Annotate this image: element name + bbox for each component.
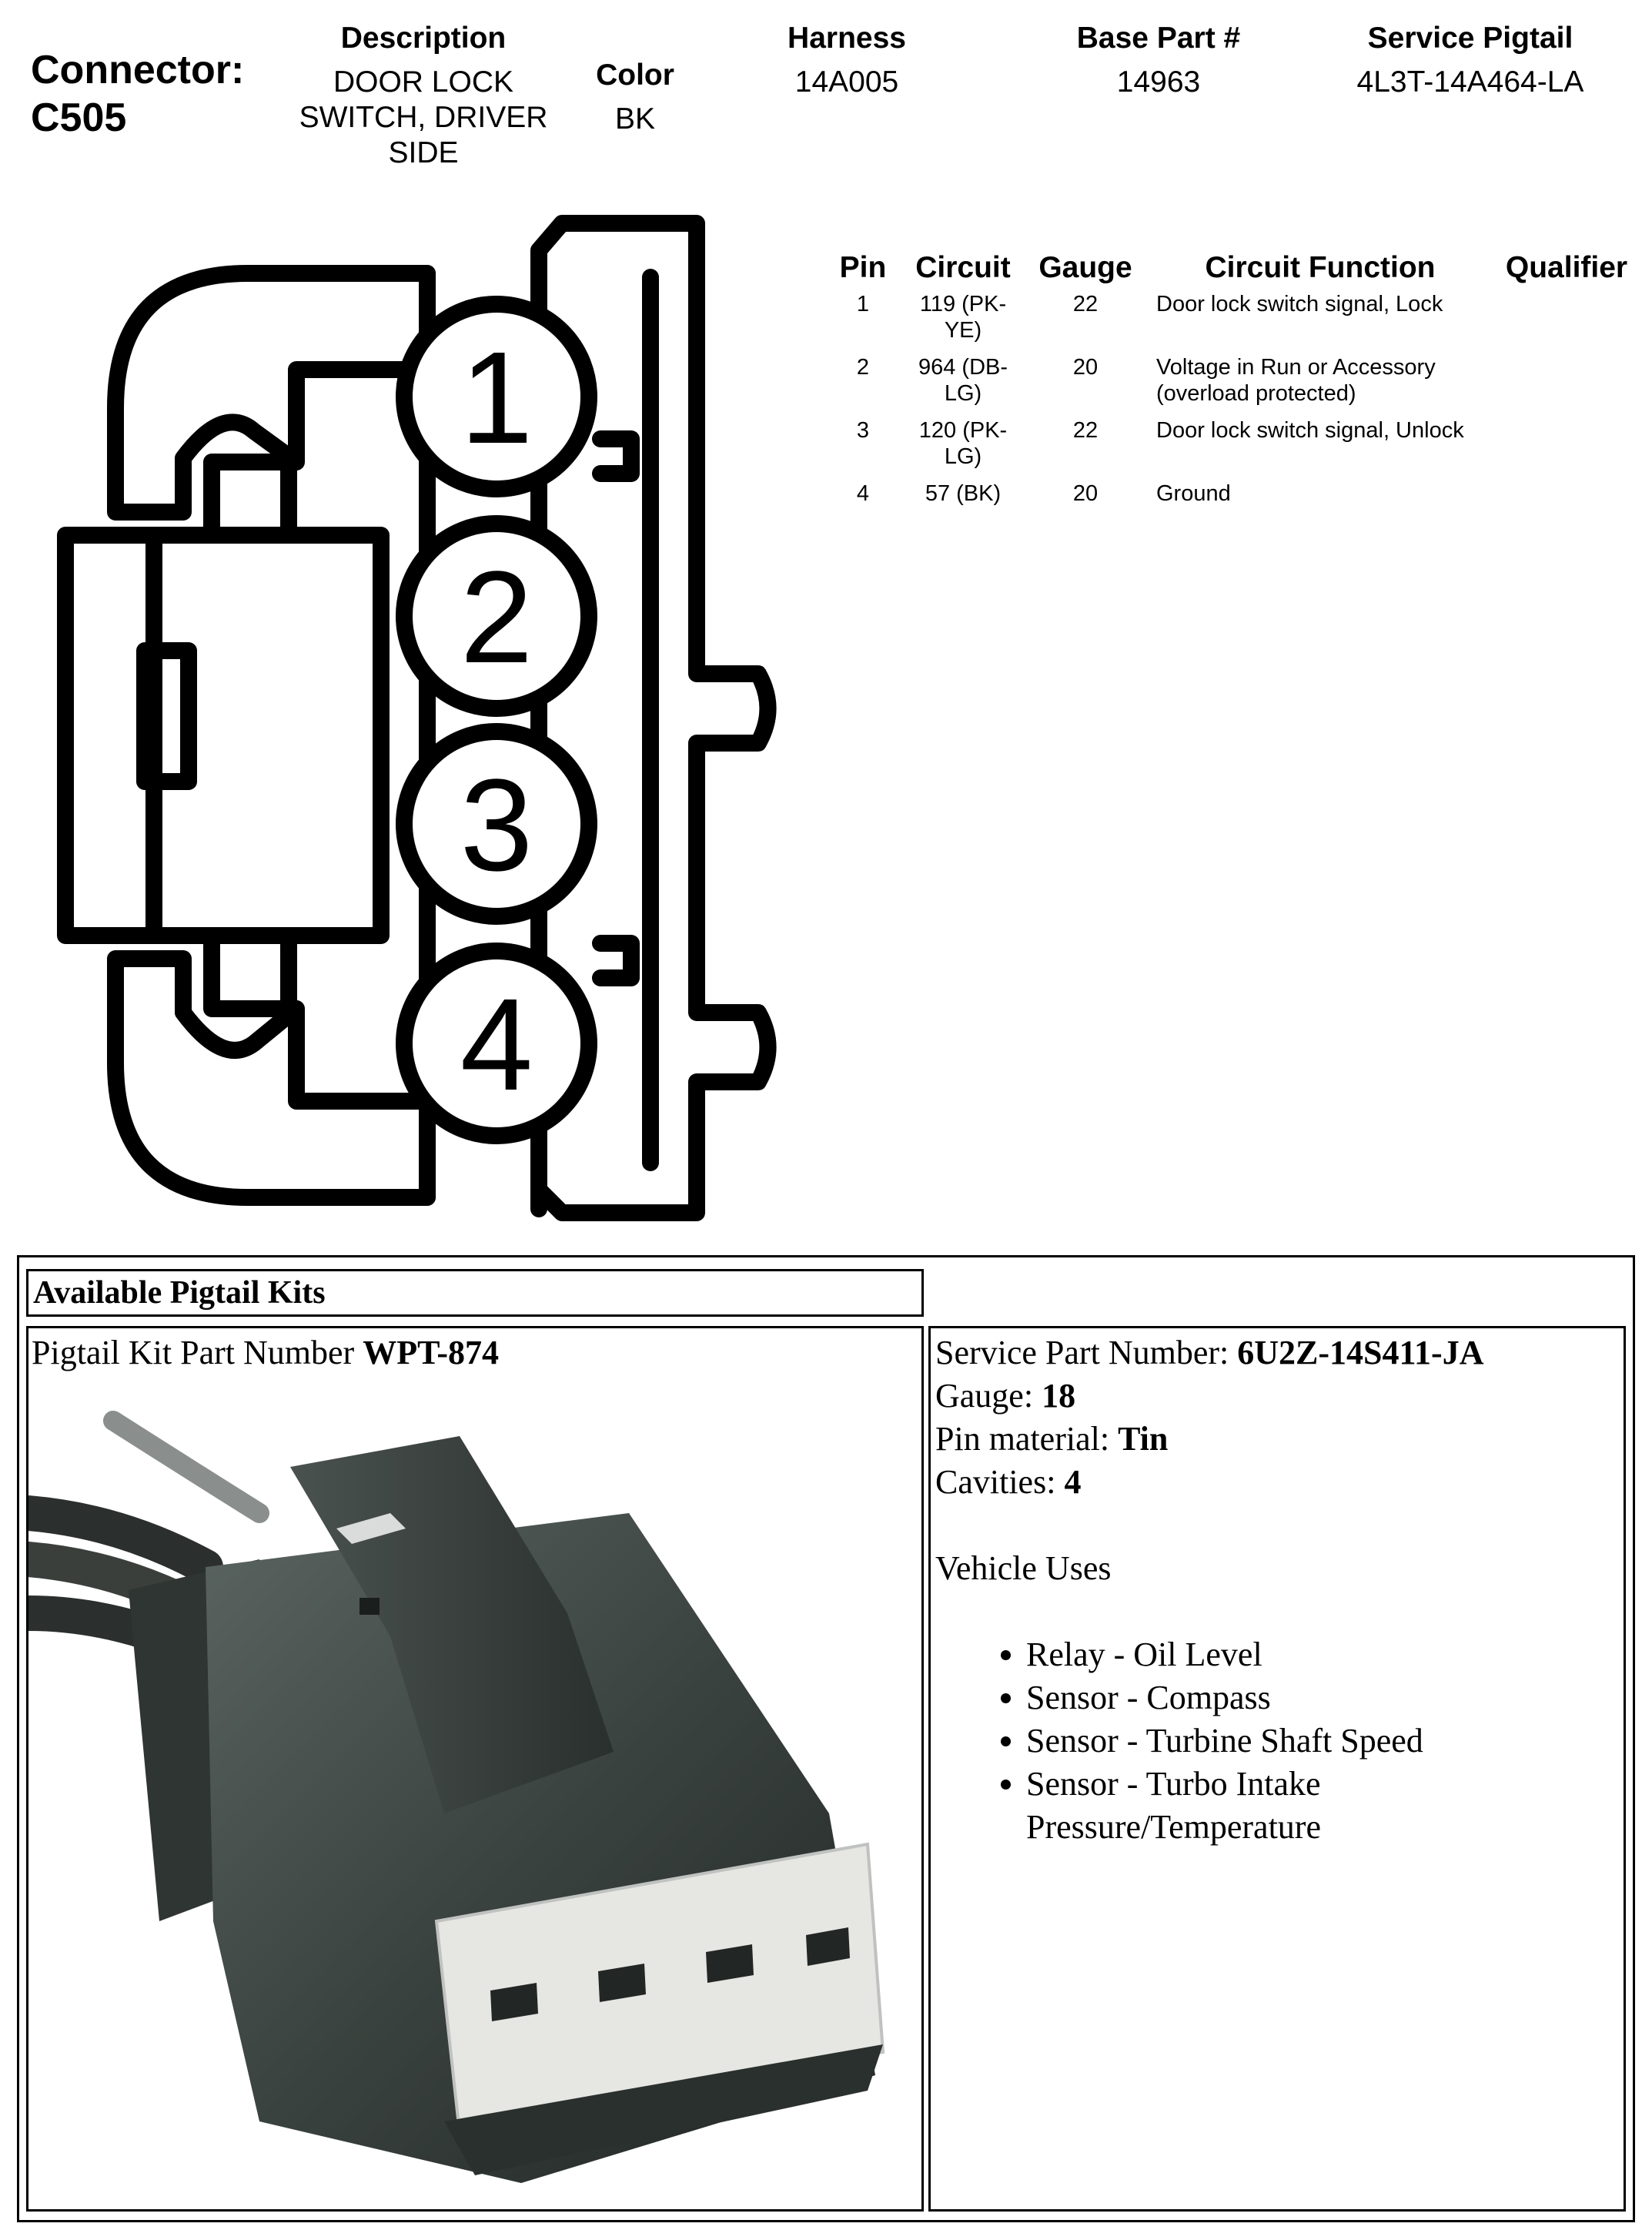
pin-cavity-3 bbox=[396, 723, 597, 925]
gauge-cell: 22 bbox=[1072, 418, 1099, 443]
description-column: Description DOOR LOCK SWITCH, DRIVER SID… bbox=[285, 22, 562, 171]
pin-header: Pin bbox=[839, 251, 887, 284]
pin-cell: 1 bbox=[856, 292, 870, 316]
harness-column: Harness 14A005 bbox=[739, 22, 955, 100]
table-row: 4 57 (BK) 20 Ground bbox=[831, 480, 1632, 517]
pigtail-kits-box bbox=[17, 1255, 1635, 2222]
pin-table: Pin Circuit Gauge Circuit Function Quali… bbox=[831, 251, 1632, 517]
cavities-value: 4 bbox=[1064, 1463, 1082, 1501]
gauge-line: Gauge: 18 bbox=[935, 1374, 1624, 1418]
service-pigtail-column: Service Pigtail 4L3T-14A464-LA bbox=[1309, 22, 1632, 100]
pin-number-2: 2 bbox=[460, 544, 533, 691]
connector-right-rail bbox=[530, 215, 777, 1221]
latch-slot bbox=[136, 642, 197, 790]
service-pigtail-heading: Service Pigtail bbox=[1367, 22, 1573, 55]
kit-part-number-value: WPT-874 bbox=[363, 1334, 500, 1371]
qualifier-cell bbox=[1501, 291, 1632, 354]
circuit-header: Circuit bbox=[915, 251, 1011, 284]
gauge-header: Gauge bbox=[1038, 251, 1132, 284]
pin-number-3: 3 bbox=[460, 752, 533, 899]
kit-part-number-line: Pigtail Kit Part Number WPT-874 bbox=[32, 1333, 499, 1372]
connector-id-text: C505 bbox=[31, 95, 127, 140]
pin-cell: 3 bbox=[856, 418, 870, 443]
connector-shell-outline bbox=[107, 265, 436, 1206]
pin-number-1: 1 bbox=[460, 325, 533, 471]
table-row: 3 120 (PK-LG) 22 Door lock switch signal… bbox=[831, 417, 1632, 480]
kit-part-number-label: Pigtail Kit Part Number bbox=[32, 1334, 363, 1371]
color-heading: Color bbox=[596, 59, 674, 92]
cavities-label: Cavities: bbox=[935, 1463, 1065, 1501]
description-heading: Description bbox=[340, 22, 507, 55]
list-item: Relay - Oil Level bbox=[1026, 1633, 1624, 1676]
pin-cell: 4 bbox=[856, 481, 870, 506]
pin-table-header-row: Pin Circuit Gauge Circuit Function Quali… bbox=[831, 251, 1632, 291]
base-part-value: 14963 bbox=[1116, 65, 1201, 99]
gauge-value: 18 bbox=[1042, 1377, 1076, 1415]
pin-material-label: Pin material: bbox=[935, 1420, 1119, 1458]
gauge-label: Gauge: bbox=[935, 1377, 1042, 1415]
service-part-number-line: Service Part Number: 6U2Z-14S411-JA bbox=[935, 1331, 1624, 1374]
list-item: Sensor - Compass bbox=[1026, 1676, 1624, 1719]
pin-material-line: Pin material: Tin bbox=[935, 1418, 1624, 1461]
table-row: 2 964 (DB-LG) 20 Voltage in Run or Acces… bbox=[831, 354, 1632, 417]
circuit-cell: 120 (PK-LG) bbox=[918, 418, 1008, 469]
vehicle-uses-list: Relay - Oil Level Sensor - Compass Senso… bbox=[935, 1633, 1624, 1849]
pin-material-value: Tin bbox=[1118, 1420, 1169, 1458]
pin-number-4: 4 bbox=[460, 972, 533, 1118]
gauge-cell: 20 bbox=[1072, 355, 1099, 380]
service-part-details-panel: Service Part Number: 6U2Z-14S411-JA Gaug… bbox=[928, 1326, 1626, 2212]
service-part-number-value: 6U2Z-14S411-JA bbox=[1237, 1334, 1484, 1371]
color-value: BK bbox=[614, 102, 656, 136]
list-item: Sensor - Turbo Intake Pressure/Temperatu… bbox=[1026, 1763, 1519, 1849]
qualifier-cell bbox=[1501, 417, 1632, 480]
description-line-2: SWITCH, DRIVER bbox=[299, 101, 548, 134]
connector-left-body bbox=[57, 527, 390, 944]
function-cell: Voltage in Run or Accessory(overload pro… bbox=[1156, 355, 1436, 406]
service-part-number-label: Service Part Number: bbox=[935, 1334, 1238, 1371]
list-item: Sensor - Turbine Shaft Speed bbox=[1026, 1719, 1624, 1763]
qualifier-cell bbox=[1501, 480, 1632, 517]
table-row: 1 119 (PK-YE) 22 Door lock switch signal… bbox=[831, 291, 1632, 354]
pin-cavity-1 bbox=[396, 296, 597, 497]
circuit-cell: 119 (PK-YE) bbox=[919, 292, 1007, 343]
connector-label-text: Connector: bbox=[31, 48, 245, 92]
description-line-3: SIDE bbox=[388, 136, 459, 169]
circuit-cell: 964 (DB-LG) bbox=[918, 355, 1008, 406]
pin-cell: 2 bbox=[856, 355, 870, 380]
harness-heading: Harness bbox=[788, 22, 906, 55]
function-cell: Door lock switch signal, Lock bbox=[1156, 292, 1443, 316]
connector-face-diagram: 1 2 3 4 bbox=[57, 215, 777, 1221]
qualifier-header: Qualifier bbox=[1505, 251, 1628, 284]
cavities-line: Cavities: 4 bbox=[935, 1461, 1624, 1504]
pigtail-kits-title: Available Pigtail Kits bbox=[26, 1269, 924, 1317]
function-cell: Ground bbox=[1156, 481, 1231, 506]
harness-value: 14A005 bbox=[794, 65, 899, 99]
base-part-column: Base Part # 14963 bbox=[1024, 22, 1293, 100]
description-value: DOOR LOCK SWITCH, DRIVER SIDE bbox=[285, 65, 562, 171]
connector-id: C505 bbox=[31, 94, 126, 142]
service-pigtail-value: 4L3T-14A464-LA bbox=[1356, 65, 1584, 99]
pigtail-connector-photo bbox=[28, 1411, 885, 2183]
vehicle-uses-heading: Vehicle Uses bbox=[935, 1549, 1112, 1587]
pigtail-kit-photo-panel: Pigtail Kit Part Number WPT-874 bbox=[26, 1326, 924, 2212]
description-line-1: DOOR LOCK bbox=[333, 65, 514, 99]
color-column: Color BK bbox=[570, 59, 701, 137]
function-cell: Door lock switch signal, Unlock bbox=[1156, 418, 1464, 443]
gauge-cell: 22 bbox=[1072, 292, 1099, 316]
base-part-heading: Base Part # bbox=[1076, 22, 1241, 55]
pin-cavity-4 bbox=[396, 943, 597, 1144]
circuit-cell: 57 (BK) bbox=[925, 481, 1002, 506]
circuit-function-header: Circuit Function bbox=[1205, 251, 1436, 284]
gauge-cell: 20 bbox=[1072, 481, 1099, 506]
connector-label: Connector: bbox=[31, 46, 244, 94]
qualifier-cell bbox=[1501, 354, 1632, 417]
pin-cavity-2 bbox=[396, 515, 597, 717]
